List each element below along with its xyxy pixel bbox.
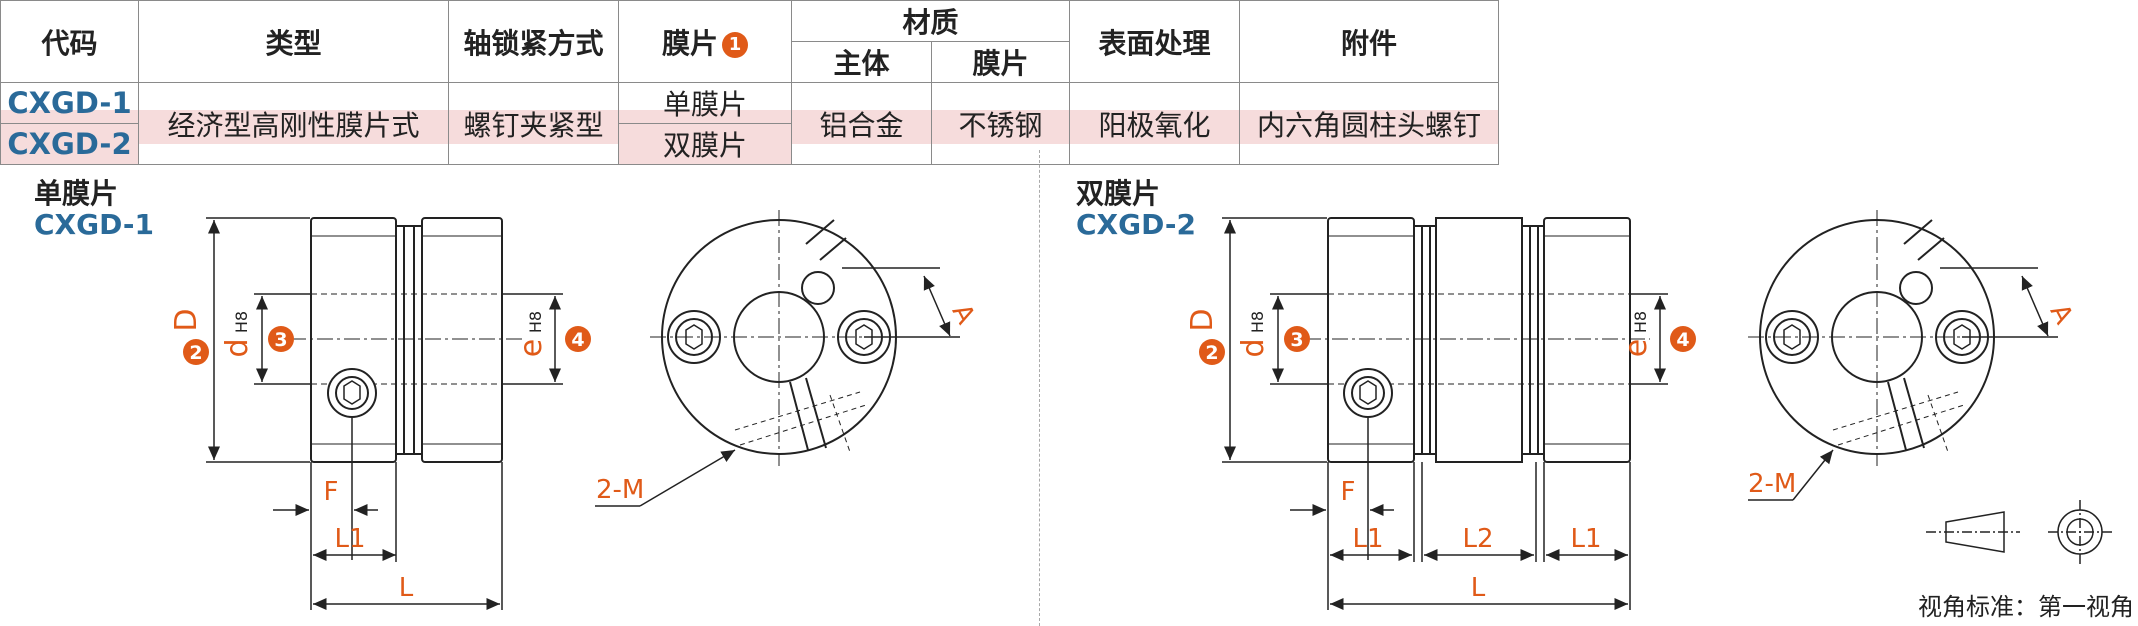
cell-surface: 阳极氧化	[1069, 82, 1241, 165]
label-A-single: A	[946, 299, 981, 329]
cell-material-body: 铝合金	[791, 82, 932, 165]
single-code: CXGD-1	[34, 208, 154, 241]
header-lock: 轴锁紧方式	[448, 0, 619, 83]
cell-accessory: 内六角圆柱头螺钉	[1239, 82, 1500, 165]
section-divider	[1039, 150, 1040, 626]
label-D-double: D	[1185, 308, 1220, 331]
header-membrane-label: 膜片	[661, 26, 718, 60]
cell-type: 经济型高刚性膜片式	[138, 82, 449, 165]
label-L2-double: L2	[1462, 524, 1493, 554]
first-angle-projection-symbol	[1926, 500, 2112, 564]
projection-note: 视角标准：第一视角	[1918, 593, 2134, 621]
badge-3-single: 3	[274, 329, 287, 351]
label-A-double: A	[2044, 299, 2079, 329]
label-M-single: 2-M	[596, 475, 644, 505]
double-front-dims	[1748, 267, 2058, 501]
label-F-single: F	[324, 477, 339, 507]
double-front-view	[1748, 210, 2008, 466]
double-side-dims	[1222, 217, 1668, 610]
label-d-single: d	[220, 338, 255, 357]
label-L-single: L	[399, 573, 414, 603]
label-e-single: e	[514, 339, 549, 357]
label-dH8-single: H8	[232, 311, 251, 333]
label-L1-double-right: L1	[1570, 524, 1601, 554]
single-side-dims	[206, 217, 563, 610]
label-dH8-double: H8	[1248, 311, 1267, 333]
badge-2-double: 2	[1205, 342, 1218, 364]
label-L1-double-left: L1	[1352, 524, 1383, 554]
header-accessory: 附件	[1239, 0, 1500, 83]
header-surface: 表面处理	[1069, 0, 1241, 83]
header-material-membrane: 膜片	[930, 41, 1071, 83]
badge-4-single: 4	[571, 329, 584, 351]
label-F-double: F	[1341, 477, 1356, 507]
label-eH8-single: H8	[526, 311, 545, 333]
label-M-double: 2-M	[1748, 469, 1796, 499]
row-code-1: CXGD-1	[0, 82, 139, 124]
single-title: 单膜片	[34, 177, 119, 210]
single-front-dims	[595, 267, 960, 507]
double-code: CXGD-2	[1076, 208, 1196, 241]
badge-3-double: 3	[1290, 329, 1303, 351]
double-title: 双膜片	[1076, 177, 1161, 210]
single-front-view	[650, 210, 910, 466]
label-e-double: e	[1619, 339, 1654, 357]
label-eH8-double: H8	[1631, 311, 1650, 333]
label-d-double: d	[1236, 338, 1271, 357]
double-side-view	[1305, 217, 1650, 463]
label-D-single: D	[169, 308, 204, 331]
row-code-2: CXGD-2	[0, 123, 139, 165]
label-L-double: L	[1471, 573, 1486, 603]
single-side-view	[290, 217, 525, 463]
header-code: 代码	[0, 0, 139, 83]
badge-2-single: 2	[189, 342, 202, 364]
header-material: 材质	[790, 0, 1071, 42]
row-membrane-2: 双膜片	[618, 123, 792, 165]
cell-lock: 螺钉夹紧型	[448, 82, 619, 165]
badge-4-double: 4	[1676, 329, 1689, 351]
label-L1-single: L1	[334, 524, 365, 554]
header-type: 类型	[138, 0, 449, 83]
badge-1: 1	[722, 31, 748, 58]
cell-material-membrane: 不锈钢	[930, 82, 1071, 165]
